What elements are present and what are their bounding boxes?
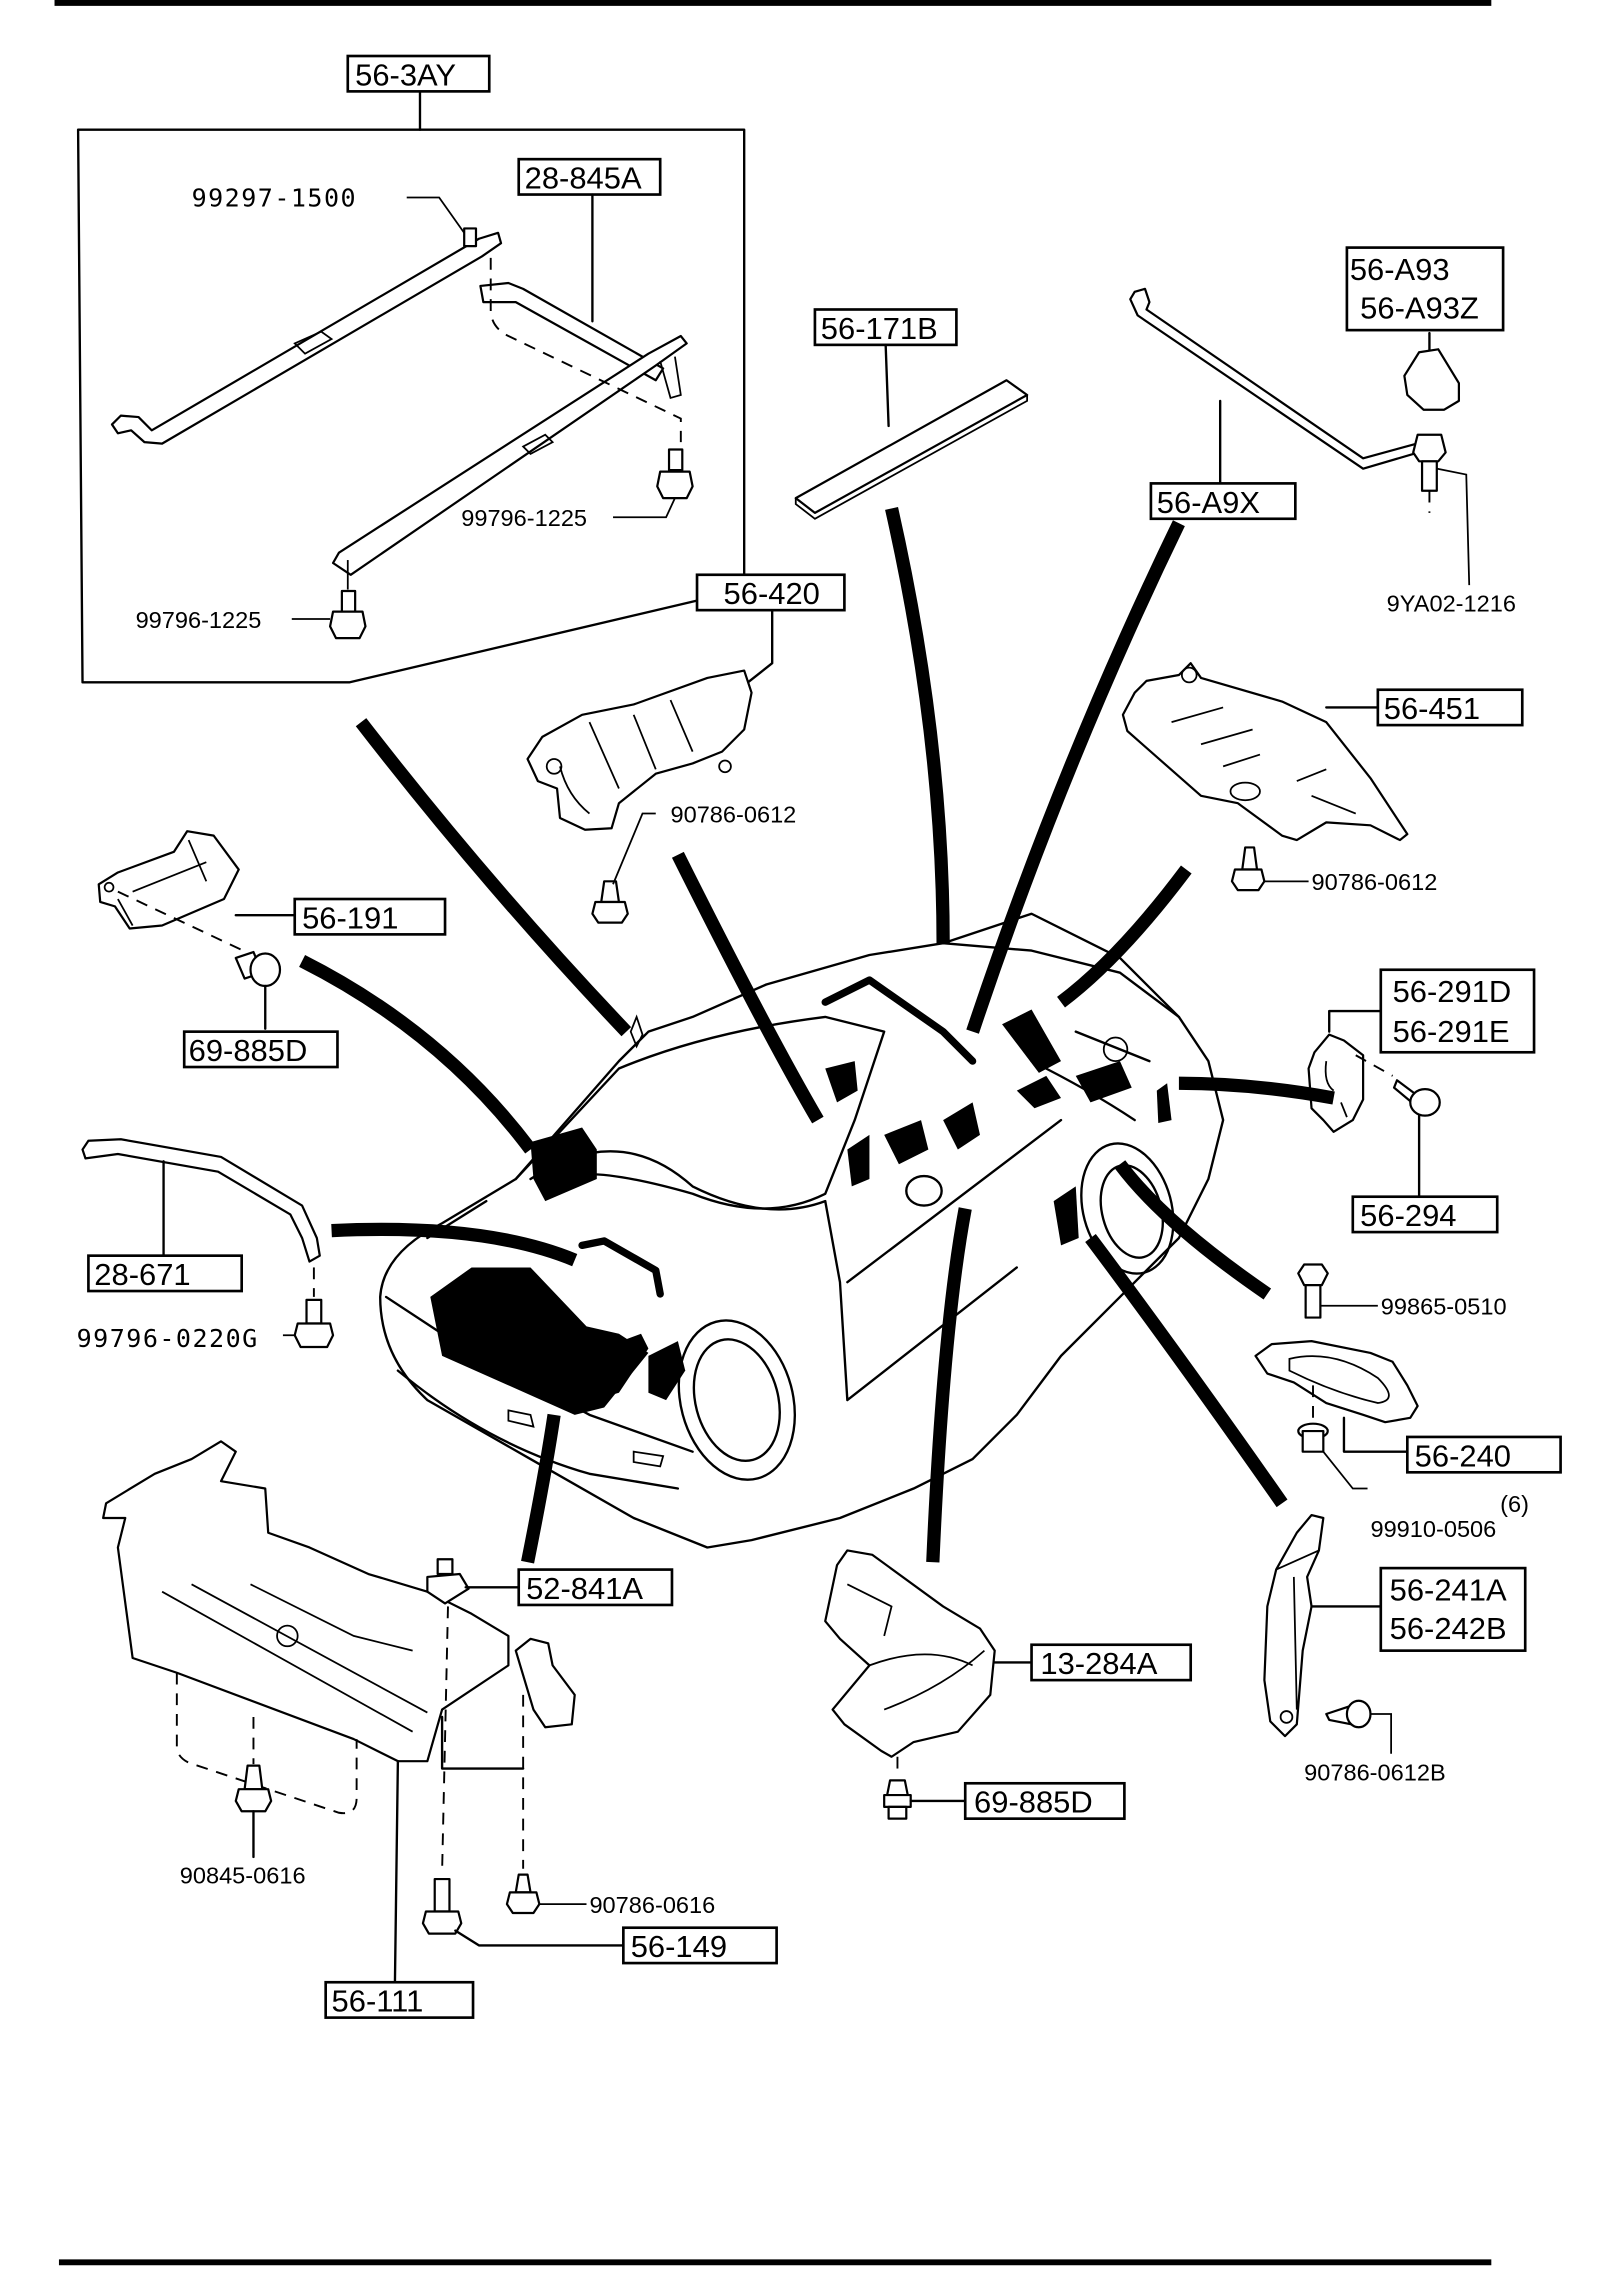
assembly-56-3AY: 99297-1500 99796-1225 99796-1225	[76, 90, 746, 684]
screw-90786-0612-right: 90786-0612	[1230, 846, 1438, 895]
part-56-241A: 56-241A 56-242B	[1263, 1513, 1527, 1738]
svg-text:56-451: 56-451	[1384, 691, 1480, 726]
bolt-9YA02-1216: 9YA02-1216	[1387, 433, 1516, 617]
brace-bar-rear	[110, 231, 503, 445]
screw-90786-0612B: 90786-0612B	[1304, 1699, 1446, 1785]
label-99865-0510: 99865-0510	[1381, 1294, 1507, 1320]
label-99796-1225-left: 99796-1225	[136, 607, 262, 633]
label-90786-0612B: 90786-0612B	[1304, 1759, 1446, 1785]
label-90786-0612-mid: 90786-0612	[671, 801, 797, 827]
part-56-451: 56-451	[1121, 662, 1524, 842]
grommet-99910-0506: (6) 99910-0506	[1297, 1385, 1529, 1542]
screw-90845-0616: 90845-0616	[180, 1716, 306, 1888]
svg-text:56-291E: 56-291E	[1393, 1014, 1510, 1049]
svg-text:56-294: 56-294	[1360, 1198, 1456, 1233]
label-99297-1500: 99297-1500	[192, 183, 358, 212]
svg-text:28-845A: 28-845A	[525, 161, 642, 196]
svg-text:56-149: 56-149	[631, 1929, 727, 1964]
svg-text:56-3AY: 56-3AY	[355, 57, 456, 92]
leader-lines	[299, 506, 1335, 1564]
svg-text:56-240: 56-240	[1415, 1438, 1511, 1473]
label-90845-0616: 90845-0616	[180, 1862, 306, 1888]
part-56-111: 56-111	[102, 1440, 576, 2019]
bolt-99796-1225-left	[328, 589, 367, 640]
part-28-671: 28-671	[81, 1138, 321, 1293]
bolt-99796-0220G: 99796-0220G	[77, 1267, 335, 1353]
svg-text:56-420: 56-420	[724, 576, 820, 611]
svg-text:56-A93: 56-A93	[1350, 252, 1450, 287]
svg-text:13-284A: 13-284A	[1040, 1646, 1157, 1681]
callout-28-845A: 28-845A	[517, 157, 662, 323]
brace-bar-28-845A	[331, 281, 688, 576]
part-56-291D: 56-291D 56-291E	[1307, 968, 1536, 1133]
clip-69-885D-bottom: 69-885D	[883, 1756, 1126, 1820]
label-99910-qty: (6)	[1500, 1491, 1529, 1517]
screw-90786-0616: 90786-0616	[505, 1694, 715, 1918]
callout-56-3AY: 56-3AY	[346, 54, 491, 93]
label-99910-0506: 99910-0506	[1370, 1516, 1496, 1542]
svg-text:56-171B: 56-171B	[821, 311, 938, 346]
svg-text:69-885D: 69-885D	[189, 1033, 308, 1068]
svg-text:69-885D: 69-885D	[974, 1785, 1093, 1820]
svg-text:52-841A: 52-841A	[526, 1571, 643, 1606]
bolt-99796-1225-right	[656, 448, 694, 500]
part-56-191: 56-191	[97, 830, 447, 952]
screw-56-294: 56-294	[1351, 1054, 1499, 1234]
car-body	[379, 912, 1225, 1549]
svg-text:56-111: 56-111	[332, 1984, 424, 2019]
part-56-240: 56-240	[1254, 1340, 1562, 1474]
svg-text:28-671: 28-671	[94, 1257, 190, 1292]
bolt-56-149: 56-149	[421, 1877, 778, 1965]
assembly-frame	[76, 128, 746, 684]
part-56-420: 56-420	[526, 573, 846, 831]
part-56-A93: 56-A93 56-A93Z	[1345, 246, 1505, 411]
label-99796-1225-right: 99796-1225	[461, 505, 587, 531]
nut-52-841A: 52-841A	[426, 1558, 674, 1872]
part-56-171B: 56-171B	[794, 308, 1029, 520]
part-13-284A: 13-284A	[824, 1549, 1193, 1758]
svg-text:56-291D: 56-291D	[1393, 974, 1512, 1009]
label-90786-0616: 90786-0616	[589, 1892, 715, 1918]
part-56-A9X: 56-A9X	[1129, 287, 1425, 521]
svg-text:56-191: 56-191	[302, 900, 398, 935]
label-9YA02-1216: 9YA02-1216	[1387, 591, 1516, 617]
bolt-99865-0510: 99865-0510	[1297, 1263, 1507, 1320]
nut-99297-1500	[463, 227, 478, 248]
svg-text:56-241A: 56-241A	[1390, 1573, 1507, 1608]
svg-text:56-242B: 56-242B	[1390, 1611, 1507, 1646]
label-99796-0220G: 99796-0220G	[77, 1324, 259, 1353]
screw-90786-0612-mid: 90786-0612	[591, 801, 797, 924]
svg-text:56-A93Z: 56-A93Z	[1360, 290, 1479, 325]
clip-69-885D-left: 69-885D	[182, 950, 339, 1069]
svg-text:56-A9X: 56-A9X	[1157, 485, 1260, 520]
label-90786-0612-right: 90786-0612	[1312, 869, 1438, 895]
